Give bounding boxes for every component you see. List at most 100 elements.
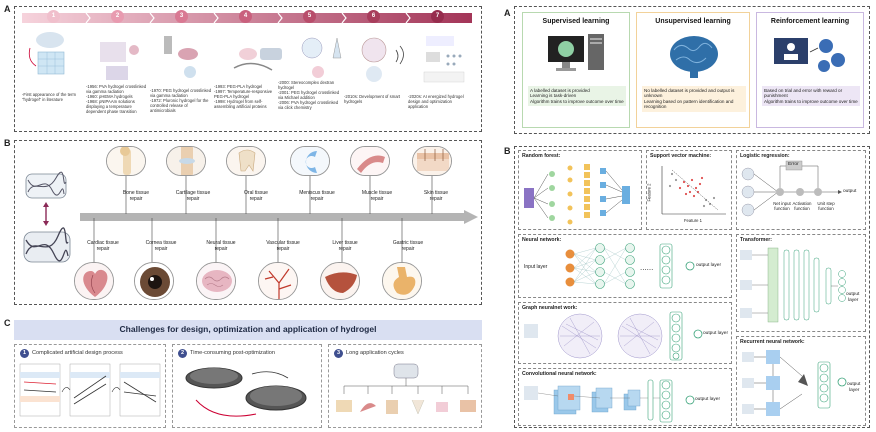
input-layer-label: Input layer [524, 264, 548, 270]
step-5-text: -2000: Stereocomplex dextran hydrogel -2… [278, 80, 340, 110]
svm-feature-2: Feature 2 [646, 183, 652, 202]
random-forest-diagram [522, 160, 640, 228]
unsupervised-box [636, 12, 750, 128]
neural-network-box [518, 234, 732, 298]
step-3: 3 [175, 10, 188, 23]
supervised-bullet-3: Algorithm trains to improve outcome over… [530, 98, 624, 104]
svm-plot [650, 162, 730, 226]
graph-nn-output: output layer [703, 331, 729, 336]
neural-network-diagram: ...... [520, 240, 730, 298]
supervised-bullet-1: A labelled dataset is provided [530, 88, 590, 93]
logistic-error: Error [788, 162, 799, 167]
vascular-tissue-label: Vascular tissue repair [266, 240, 300, 252]
svm-feature-1: Feature 1 [684, 218, 702, 223]
graph-nn-diagram [520, 310, 730, 362]
step-7-text: -2020s: AI energized hydrogel design and… [408, 94, 465, 109]
liver-tissue-label: Liver tissue repair [332, 240, 358, 252]
cardiac-tissue-image [74, 262, 114, 300]
transformer-diagram [738, 244, 864, 330]
step-3-text: -1970: PEG hydrogel crosslinked via gamm… [150, 88, 212, 113]
logistic-title: Logistic regression: [740, 153, 790, 159]
right-a-label: A [504, 8, 511, 18]
supervised-box [522, 12, 630, 128]
muscle-tissue-image [350, 146, 390, 176]
step-2-text: -1956: PVA hydrogel crosslinked via gamm… [86, 84, 147, 114]
rnn-box [736, 336, 866, 426]
challenge-2-num: 2 [178, 349, 187, 358]
step-7: 7 [431, 10, 444, 23]
rnn-diagram [738, 346, 864, 424]
oral-tissue-label: Oral tissue repair [244, 190, 268, 202]
skin-tissue-label: Skin tissue repair [423, 190, 449, 202]
challenge-3-box [328, 344, 482, 428]
gastric-tissue-label: Gastric tissue repair [392, 240, 424, 252]
supervised-icon [546, 32, 608, 82]
skin-tissue-image [412, 146, 452, 176]
logistic-net-input: Net input function [773, 201, 791, 211]
svm-box [646, 150, 732, 230]
cartilage-tissue-label: Cartilage tissue repair [175, 190, 211, 202]
neural-tissue-image [196, 262, 236, 300]
panel-c-label: C [4, 318, 11, 328]
rnn-layer: layer [849, 388, 860, 393]
nn-output-label: output layer [696, 263, 722, 268]
logistic-box [736, 150, 866, 230]
step-4-text: -1993: PEG-PLA hydrogel -1997: Temperatu… [214, 84, 273, 109]
panel-c-title: Challenges for design, optimization and … [119, 324, 377, 334]
tissue-repair-arrow [80, 210, 478, 224]
challenge-1-box [14, 344, 166, 428]
cornea-tissue-image [134, 262, 174, 300]
panel-c-banner [14, 320, 482, 340]
svg-text:......: ...... [640, 263, 653, 272]
logistic-activation: Activation function [792, 201, 812, 211]
reinforcement-bullet-2: Algorithm trains to improve outcome over… [764, 98, 858, 104]
reinforcement-icon [772, 32, 852, 82]
step-6: 6 [367, 10, 380, 23]
transformer-output: output [846, 292, 860, 297]
cartilage-tissue-image [166, 146, 206, 176]
challenge-3-text: Long application cycles [346, 350, 404, 356]
supervised-bullet-2: Learning is task-driven [530, 93, 577, 99]
right-b-label: B [504, 146, 511, 156]
logistic-diagram [738, 160, 864, 228]
challenge-2-graphic [176, 360, 320, 426]
unsupervised-bullet-2: Learning based on pattern identification… [644, 98, 734, 110]
logistic-output: output [843, 189, 857, 194]
cornea-tissue-label: Cornea tissue repair [145, 240, 177, 252]
panel-b-frame [14, 140, 482, 305]
timeline-illustrations [22, 28, 472, 90]
step-1-text: -First appearance of the term "hydrogel"… [22, 92, 78, 102]
challenge-1-graphs [18, 362, 164, 424]
cnn-title: Convolutional neural network: [522, 371, 597, 377]
reinforcement-bullets: Based on trial and error with reward or … [762, 86, 860, 107]
logistic-unit-step: Unit step function [817, 201, 835, 211]
reinforcement-bullet-1: Based on trial and error with reward or … [764, 88, 843, 99]
rnn-title: Recurrent neural network: [740, 339, 805, 345]
right-b-frame [514, 146, 870, 428]
transformer-box [736, 234, 866, 332]
challenge-3-num: 3 [334, 349, 343, 358]
reinforcement-title: Reinforcement learning [770, 18, 850, 25]
neural-tissue-label: Neural tissue repair [206, 240, 236, 252]
supervised-title: Supervised learning [542, 18, 610, 25]
neural-network-title: Neural network: [522, 237, 562, 243]
challenge-3-tree [332, 360, 480, 426]
graph-nn-box [518, 302, 732, 364]
transformer-title: Transformer: [740, 237, 772, 243]
step-2: 2 [111, 10, 124, 23]
muscle-tissue-label: Muscle tissue repair [361, 190, 393, 202]
cnn-diagram [520, 376, 730, 424]
panel-a-label: A [4, 4, 11, 14]
liver-tissue-image [320, 262, 360, 300]
step-1: 1 [47, 10, 60, 23]
tissue-connectors [80, 146, 478, 304]
random-forest-title: Random forest: [522, 153, 561, 159]
step-4: 4 [239, 10, 252, 23]
challenge-1-text: Complicated artificial design process [32, 350, 123, 356]
cnn-output: output layer [695, 397, 721, 402]
hydrogel-network-icon [22, 170, 74, 274]
graph-nn-title: Graph neuralnet work: [522, 305, 578, 311]
gastric-tissue-image [382, 262, 422, 300]
panel-a-frame [14, 6, 482, 132]
supervised-bullets: A labelled dataset is provided Learning … [528, 86, 626, 107]
